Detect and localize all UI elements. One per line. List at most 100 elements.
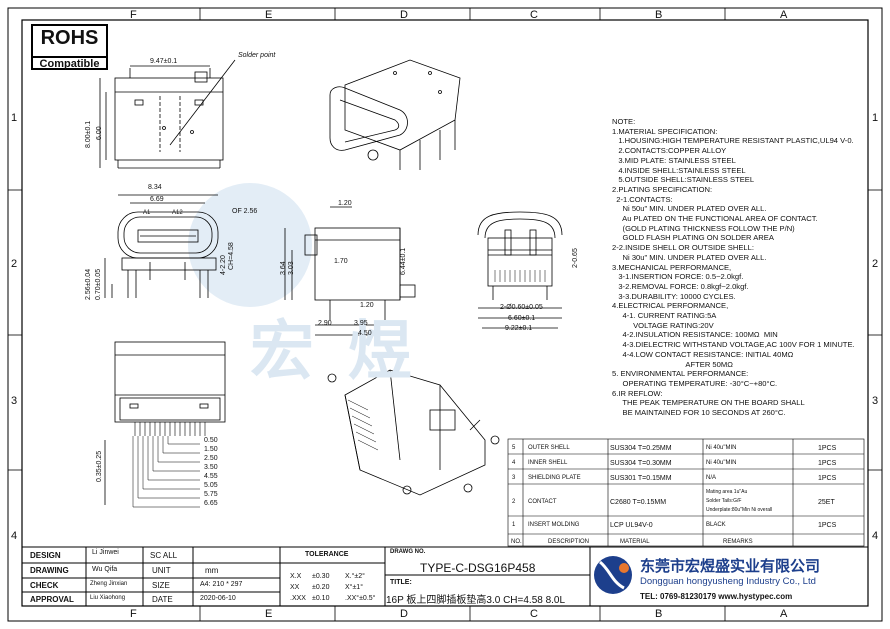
bom-cell-qty: 1PCS bbox=[818, 475, 837, 482]
dimension-label: 8.00±0.1 bbox=[85, 120, 92, 148]
pin-view-drawing bbox=[104, 341, 226, 508]
note-line: NOTE: bbox=[612, 117, 636, 126]
bom-cell-no: 1 bbox=[512, 522, 516, 528]
bom-table-grid bbox=[507, 438, 865, 547]
bom-cell-desc: SHIELDING PLATE bbox=[528, 475, 581, 481]
side-view-drawing bbox=[284, 206, 416, 336]
size-label: SIZE bbox=[152, 581, 170, 590]
bom-cell-qty: 25ET bbox=[818, 499, 835, 506]
note-line: 1.HOUSING:HIGH TEMPERATURE RESISTANT PLA… bbox=[612, 136, 854, 146]
note-line: 3.MID PLATE: STAINLESS STEEL bbox=[612, 155, 736, 165]
dimension-label: 6.44±0.1 bbox=[400, 247, 407, 275]
zone-number: 3 bbox=[11, 395, 18, 407]
zone-letter: B bbox=[655, 608, 663, 620]
bom-cell-finish: BLACK bbox=[706, 522, 726, 528]
dimension-label: 3.50 bbox=[204, 464, 218, 471]
dimension-label: 1.20 bbox=[360, 302, 374, 309]
bom-cell-desc: INNER SHELL bbox=[528, 460, 568, 466]
bom-header-no: NO. bbox=[511, 539, 522, 545]
company-contact: TEL: 0769-81230179 www.hystypec.com bbox=[640, 592, 793, 601]
note-line: 4-4.LOW CONTACT RESISTANCE: INITIAL 40MΩ bbox=[612, 349, 794, 359]
note-line: 5. ENVIRONMENTAL PERFORMANCE: bbox=[612, 369, 749, 379]
note-line: 3-1.INSERTION FORCE: 0.5~2.0kgf. bbox=[612, 272, 744, 282]
drawing-number: TYPE-C-DSG16P458 bbox=[420, 561, 536, 575]
bom-cell-qty: 1PCS bbox=[818, 522, 837, 529]
note-line: 2-2.INSIDE SHELL OR OUTSIDE SHELL: bbox=[612, 243, 754, 253]
dimension-label: 0.35±0.25 bbox=[96, 450, 103, 482]
bom-header-desc: DESCRIPTION bbox=[548, 539, 590, 545]
tolerance-label: TOLERANCE bbox=[305, 551, 349, 558]
note-line: GOLD FLASH PLATING ON SOLDER AREA bbox=[612, 233, 774, 243]
zone-letter: B bbox=[655, 9, 663, 21]
unit-value: mm bbox=[205, 566, 219, 575]
check-name: Zheng Jinxian bbox=[90, 581, 128, 587]
iso-view-top bbox=[329, 59, 461, 170]
zone-letter: E bbox=[265, 608, 273, 620]
dimension-label: 6.60±0.1 bbox=[508, 315, 536, 322]
tolerance-cell: .XX°±0.5° bbox=[345, 595, 376, 602]
tolerance-cell: X°±1° bbox=[345, 584, 364, 591]
dimension-label: 4.50 bbox=[358, 330, 372, 337]
bom-cell-no: 3 bbox=[512, 475, 516, 481]
dimension-label: 1.50 bbox=[204, 446, 218, 453]
note-line: 4-3.DIELECTRIC WITHSTAND VOLTAGE,AC 100V… bbox=[612, 340, 855, 350]
tolerance-cell: .XXX bbox=[290, 595, 306, 602]
zone-letter: C bbox=[530, 608, 538, 620]
bom-row: 3 SHIELDING PLATE SUS301 T=0.15MM N/A 1PCS bbox=[508, 472, 864, 487]
dimension-label: 6.00 bbox=[96, 126, 103, 140]
zone-letter: A bbox=[780, 608, 788, 620]
dimension-label: 0.70±0.05 bbox=[95, 268, 102, 300]
bom-cell-qty: 1PCS bbox=[818, 445, 837, 452]
note-line: 3.MECHANICAL PERFORMANCE, bbox=[612, 262, 732, 272]
bom-cell-finish: Mating area 1u"Au bbox=[706, 489, 748, 495]
dimension-label: 2-0.65 bbox=[572, 248, 579, 268]
bom-cell-desc: OUTER SHELL bbox=[528, 445, 570, 451]
note-line: 3-3.DURABILITY: 10000 CYCLES. bbox=[612, 291, 736, 301]
title-block-grid bbox=[22, 546, 868, 606]
zone-letter: F bbox=[130, 9, 137, 21]
note-line: Au PLATED ON THE FUNCTIONAL AREA OF CONT… bbox=[612, 214, 818, 224]
rear-view-drawing bbox=[477, 211, 563, 329]
dimension-label: 1.20 bbox=[338, 200, 352, 207]
dimension-label: 6.65 bbox=[204, 500, 218, 507]
note-line: VOLTAGE RATING:20V bbox=[612, 320, 714, 330]
dimension-label: 3.03 bbox=[288, 261, 295, 275]
bom-cell-no: 4 bbox=[512, 460, 516, 466]
dimension-label: 2.56±0.04 bbox=[85, 268, 92, 300]
drawing-no-label: DRAWG NO. bbox=[390, 549, 426, 555]
zone-letter: A bbox=[780, 9, 788, 21]
zone-number: 1 bbox=[872, 112, 879, 124]
note-line: Ni 30u" MIN. UNDER PLATED OVER ALL. bbox=[612, 252, 767, 262]
bom-cell-finish: Solder Tails:G/F bbox=[706, 498, 742, 504]
bom-cell-qty: 1PCS bbox=[818, 460, 837, 467]
note-line: 4-1. CURRENT RATING:5A bbox=[612, 311, 717, 321]
note-line: BE MAINTAINED FOR 10 SECONDS AT 260°C. bbox=[612, 408, 786, 418]
date-label: DATE bbox=[152, 595, 173, 604]
note-line: 1.MATERIAL SPECIFICATION: bbox=[612, 126, 718, 136]
dimension-label: 4.55 bbox=[204, 473, 218, 480]
note-line: 3-2.REMOVAL FORCE: 0.8kgf~2.0kgf. bbox=[612, 281, 749, 291]
note-line: Ni 50u" MIN. UNDER PLATED OVER ALL. bbox=[612, 204, 767, 214]
pin-label: A12 bbox=[172, 210, 183, 216]
rohs-subtitle: Compatible bbox=[33, 56, 106, 72]
bom-cell-finish: Ni 40u"MIN bbox=[706, 445, 737, 451]
tolerance-cell: ±0.30 bbox=[312, 573, 330, 580]
zone-letter: F bbox=[130, 608, 137, 620]
solder-point-label: Solder point bbox=[238, 52, 276, 59]
bom-cell-no: 5 bbox=[512, 445, 516, 451]
tolerance-cell: ±0.20 bbox=[312, 584, 330, 591]
title-value: 16P 板上四脚插板垫高3.0 CH=4.58 8.0L bbox=[386, 595, 566, 606]
rohs-title: ROHS bbox=[40, 27, 99, 49]
note-line: 4.INSIDE SHELL:STAINLESS STEEL bbox=[612, 165, 746, 175]
note-line: THE PEAK TEMPERATURE ON THE BOARD SHALL bbox=[612, 398, 805, 408]
bom-cell-material: SUS301 T=0.15MM bbox=[610, 475, 672, 482]
bom-cell-finish: N/A bbox=[706, 475, 717, 481]
dimension-label: 5.05 bbox=[204, 482, 218, 489]
note-line: 5.OUTSIDE SHELL:STAINLESS STEEL bbox=[612, 175, 755, 185]
dimension-label: 9.47±0.1 bbox=[150, 58, 178, 65]
